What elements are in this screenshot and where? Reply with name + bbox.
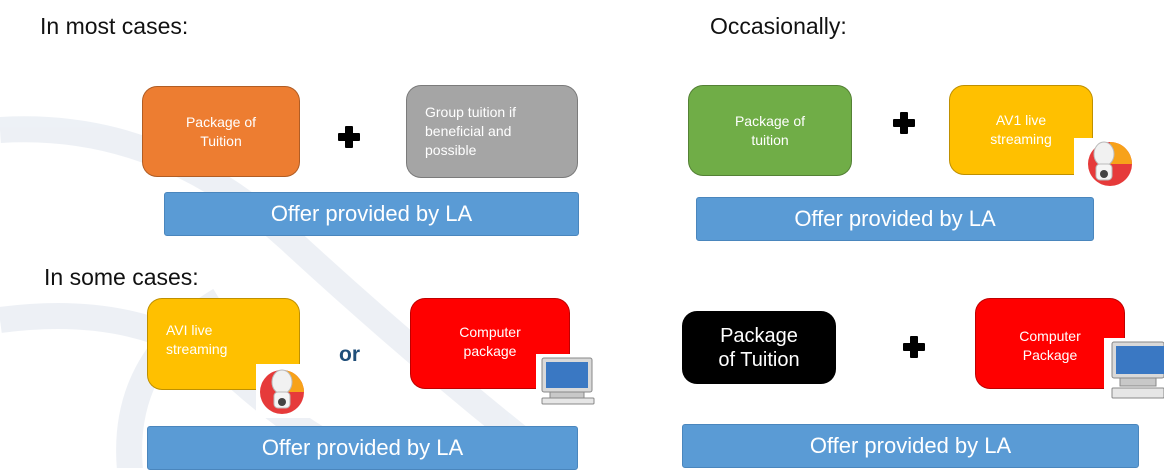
robot-icon: [1074, 138, 1136, 190]
plus-icon: [893, 112, 915, 134]
computer-package-label: Computer Package: [1019, 328, 1081, 363]
offer-banner-fourth: Offer provided by LA: [682, 424, 1139, 468]
package-of-tuition-label: Package of Tuition: [185, 113, 257, 149]
avi-live-streaming-label: AVI live streaming: [166, 322, 228, 357]
package-of-tuition-label: Package of tuition: [734, 112, 806, 148]
offer-banner-occasionally: Offer provided by LA: [696, 197, 1094, 241]
heading-most-cases: In most cases:: [40, 13, 189, 39]
computer-package-box: Computer Package: [975, 298, 1125, 389]
robot-icon: [256, 364, 318, 418]
package-of-tuition-label: Package of Tuition: [718, 324, 800, 371]
heading-occasionally: Occasionally:: [710, 13, 847, 39]
package-of-tuition-box: Package of Tuition: [142, 86, 300, 177]
av1-live-streaming-box: AV1 live streaming: [949, 85, 1093, 175]
or-connector: or: [339, 343, 360, 366]
computer-icon: [1104, 338, 1164, 404]
group-tuition-label: Group tuition if beneficial and possible: [425, 104, 517, 158]
package-of-tuition-box: Package of Tuition: [682, 311, 836, 384]
group-tuition-box: Group tuition if beneficial and possible: [406, 85, 578, 178]
plus-icon: [338, 126, 360, 148]
computer-package-label: Computer package: [459, 324, 521, 359]
computer-icon: [536, 354, 600, 406]
offer-banner-most-cases: Offer provided by LA: [164, 192, 579, 236]
offer-banner-some-cases: Offer provided by LA: [147, 426, 578, 470]
package-of-tuition-box: Package of tuition: [688, 85, 852, 176]
plus-icon: [903, 336, 925, 358]
heading-some-cases: In some cases:: [44, 264, 199, 290]
av1-live-streaming-label: AV1 live streaming: [990, 112, 1052, 147]
